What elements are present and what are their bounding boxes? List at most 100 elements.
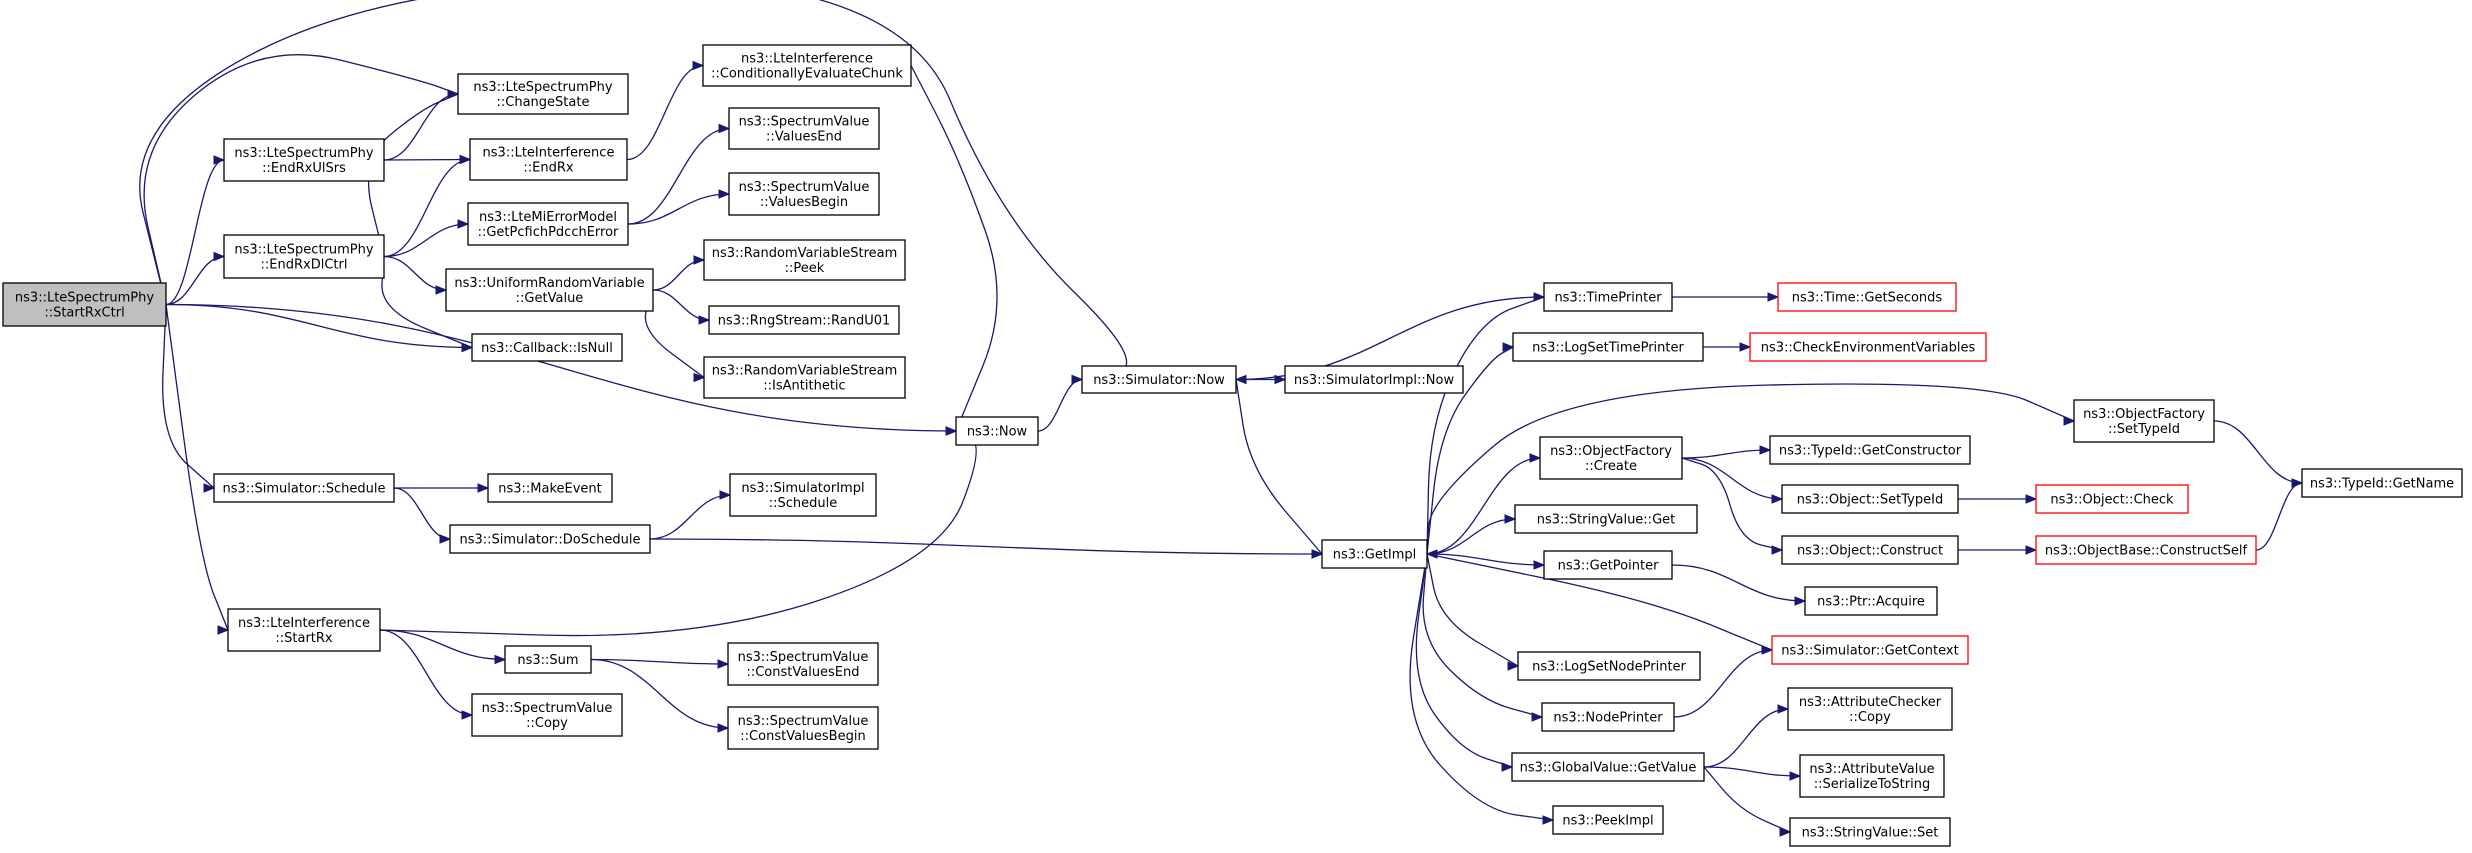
node-box[interactable] <box>1321 539 1428 569</box>
node-endrxdlctrl[interactable]: ns3::LteSpectrumPhy::EndRxDlCtrl <box>223 234 385 279</box>
node-box[interactable] <box>955 416 1039 446</box>
node-box[interactable] <box>1781 535 1959 565</box>
node-now[interactable]: ns3::Now <box>955 416 1039 446</box>
node-box[interactable] <box>223 234 385 279</box>
node-constvaluesbegin[interactable]: ns3::SpectrumValue::ConstValuesBegin <box>727 706 879 750</box>
node-getconstructor[interactable]: ns3::TypeId::GetConstructor <box>1769 435 1971 465</box>
node-valuesbegin[interactable]: ns3::SpectrumValue::ValuesBegin <box>728 172 880 216</box>
node-box[interactable] <box>1804 586 1938 616</box>
node-nodeprinter[interactable]: ns3::NodePrinter <box>1541 702 1675 732</box>
node-box[interactable] <box>471 693 623 737</box>
node-sim_schedule[interactable]: ns3::Simulator::Schedule <box>213 473 395 503</box>
node-box[interactable] <box>1789 817 1951 847</box>
node-timeprinter[interactable]: ns3::TimePrinter <box>1543 282 1673 312</box>
node-isnull[interactable]: ns3::Callback::IsNull <box>471 333 623 362</box>
node-box[interactable] <box>469 138 628 181</box>
node-box[interactable] <box>1539 436 1683 480</box>
node-ptr_acquire[interactable]: ns3::Ptr::Acquire <box>1804 586 1938 616</box>
node-sv_copy[interactable]: ns3::SpectrumValue::Copy <box>471 693 623 737</box>
node-box[interactable] <box>1787 687 1953 731</box>
node-obj_construct[interactable]: ns3::Object::Construct <box>1781 535 1959 565</box>
node-serializetostring[interactable]: ns3::AttributeValue::SerializeToString <box>1799 754 1945 798</box>
node-box[interactable] <box>728 107 880 150</box>
node-endrxulsrs[interactable]: ns3::LteSpectrumPhy::EndRxUlSrs <box>223 138 385 182</box>
node-box[interactable] <box>1517 651 1701 681</box>
node-box[interactable] <box>487 473 613 503</box>
node-box[interactable] <box>467 202 629 246</box>
node-box[interactable] <box>1799 754 1945 798</box>
node-lteint_startrx[interactable]: ns3::LteInterference::StartRx <box>227 608 381 652</box>
node-box[interactable] <box>471 333 623 362</box>
node-isantithetic[interactable]: ns3::RandomVariableStream::IsAntithetic <box>703 356 906 399</box>
node-box[interactable] <box>1749 332 1987 362</box>
node-obj_check[interactable]: ns3::Object::Check <box>2035 484 2189 514</box>
node-rvs_peek[interactable]: ns3::RandomVariableStream::Peek <box>703 239 906 281</box>
node-lteint_endrx[interactable]: ns3::LteInterference::EndRx <box>469 138 628 181</box>
node-sim_now[interactable]: ns3::Simulator::Now <box>1081 365 1237 394</box>
node-box[interactable] <box>445 268 654 312</box>
node-constructself[interactable]: ns3::ObjectBase::ConstructSelf <box>2035 535 2257 565</box>
node-box[interactable] <box>1543 282 1673 312</box>
node-box[interactable] <box>2301 468 2463 498</box>
node-of_settypeid[interactable]: ns3::ObjectFactory::SetTypeId <box>2073 399 2215 443</box>
node-sim_getcontext[interactable]: ns3::Simulator::GetContext <box>1771 635 1969 665</box>
node-simimpl_now[interactable]: ns3::SimulatorImpl::Now <box>1284 365 1464 394</box>
node-sum[interactable]: ns3::Sum <box>504 645 592 674</box>
node-urv_getvalue[interactable]: ns3::UniformRandomVariable::GetValue <box>445 268 654 312</box>
node-box[interactable] <box>1514 504 1698 534</box>
node-doschedule[interactable]: ns3::Simulator::DoSchedule <box>449 524 651 554</box>
node-box[interactable] <box>703 356 906 399</box>
node-box[interactable] <box>702 44 912 87</box>
node-time_getseconds[interactable]: ns3::Time::GetSeconds <box>1777 282 1957 312</box>
node-pcfich[interactable]: ns3::LteMiErrorModel::GetPcfichPdcchErro… <box>467 202 629 246</box>
node-box[interactable] <box>1552 805 1664 835</box>
node-box[interactable] <box>1284 365 1464 394</box>
node-stringvalue_set[interactable]: ns3::StringValue::Set <box>1789 817 1951 847</box>
node-of_create[interactable]: ns3::ObjectFactory::Create <box>1539 436 1683 480</box>
node-gv_getvalue[interactable]: ns3::GlobalValue::GetValue <box>1511 752 1705 782</box>
node-box[interactable] <box>2073 399 2215 443</box>
node-box[interactable] <box>729 473 877 517</box>
node-box[interactable] <box>1543 550 1673 580</box>
node-ac_copy[interactable]: ns3::AttributeChecker::Copy <box>1787 687 1953 731</box>
node-box[interactable] <box>1781 484 1959 514</box>
node-box[interactable] <box>703 239 906 281</box>
node-box[interactable] <box>2035 535 2257 565</box>
node-box[interactable] <box>728 172 880 216</box>
node-box[interactable] <box>227 608 381 652</box>
node-box[interactable] <box>1777 282 1957 312</box>
node-simimpl_schedule[interactable]: ns3::SimulatorImpl::Schedule <box>729 473 877 517</box>
node-box[interactable] <box>457 73 629 115</box>
node-box[interactable] <box>213 473 395 503</box>
node-box[interactable] <box>1771 635 1969 665</box>
node-logsettimeprinter[interactable]: ns3::LogSetTimePrinter <box>1512 332 1704 362</box>
node-box[interactable] <box>1081 365 1237 394</box>
node-valuesend[interactable]: ns3::SpectrumValue::ValuesEnd <box>728 107 880 150</box>
node-box[interactable] <box>223 138 385 182</box>
node-peekimpl[interactable]: ns3::PeekImpl <box>1552 805 1664 835</box>
node-box[interactable] <box>449 524 651 554</box>
node-startrxctrl[interactable]: ns3::LteSpectrumPhy::StartRxCtrl <box>2 282 167 327</box>
node-getpointer[interactable]: ns3::GetPointer <box>1543 550 1673 580</box>
node-logsetnodeprinter[interactable]: ns3::LogSetNodePrinter <box>1517 651 1701 681</box>
node-randu01[interactable]: ns3::RngStream::RandU01 <box>708 305 900 335</box>
node-box[interactable] <box>727 706 879 750</box>
node-box[interactable] <box>2 282 167 327</box>
node-box[interactable] <box>727 642 879 686</box>
node-stringvalue_get[interactable]: ns3::StringValue::Get <box>1514 504 1698 534</box>
node-constvaluesend[interactable]: ns3::SpectrumValue::ConstValuesEnd <box>727 642 879 686</box>
node-box[interactable] <box>708 305 900 335</box>
node-box[interactable] <box>1511 752 1705 782</box>
node-obj_settypeid[interactable]: ns3::Object::SetTypeId <box>1781 484 1959 514</box>
node-checkenv[interactable]: ns3::CheckEnvironmentVariables <box>1749 332 1987 362</box>
node-changestate[interactable]: ns3::LteSpectrumPhy::ChangeState <box>457 73 629 115</box>
node-typeid_getname[interactable]: ns3::TypeId::GetName <box>2301 468 2463 498</box>
node-condeval[interactable]: ns3::LteInterference::ConditionallyEvalu… <box>702 44 912 87</box>
node-box[interactable] <box>1769 435 1971 465</box>
node-makeevent[interactable]: ns3::MakeEvent <box>487 473 613 503</box>
node-box[interactable] <box>2035 484 2189 514</box>
node-box[interactable] <box>504 645 592 674</box>
node-box[interactable] <box>1541 702 1675 732</box>
node-getimpl[interactable]: ns3::GetImpl <box>1321 539 1428 569</box>
node-box[interactable] <box>1512 332 1704 362</box>
